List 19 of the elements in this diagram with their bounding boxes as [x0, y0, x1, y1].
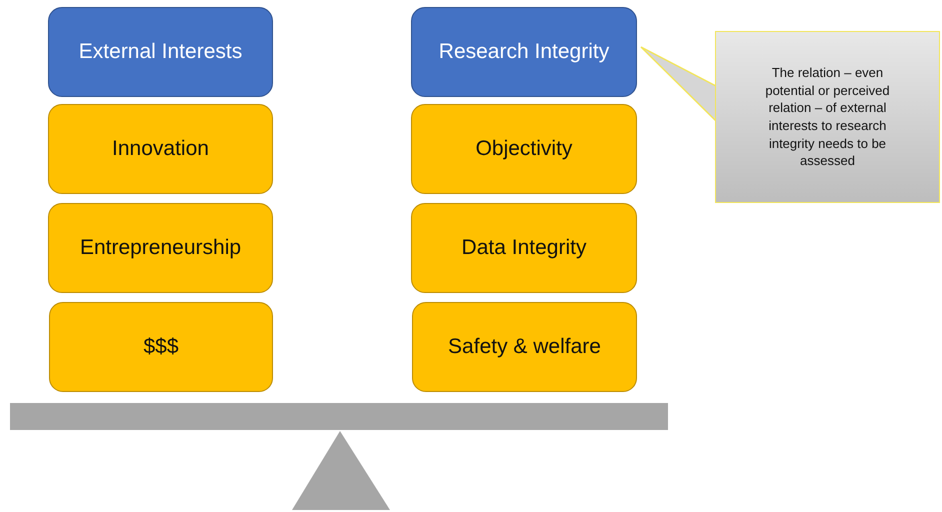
callout-pointer [640, 46, 717, 123]
block [48, 104, 273, 194]
block [412, 302, 637, 392]
node-label: Data Integrity [462, 236, 586, 260]
block [411, 203, 637, 293]
callout-box [715, 31, 940, 203]
block [48, 203, 273, 293]
node-label: $$$ [143, 335, 179, 359]
node-label: Entrepreneurship [80, 236, 242, 260]
node-label: The relation – even potential or perceived relation – of external interests to research integrity needs to be assessed [764, 64, 891, 170]
node-label: Safety & welfare [448, 335, 601, 359]
node-label: Innovation [112, 137, 209, 161]
node-label: External Interests [78, 40, 242, 64]
block [49, 302, 273, 392]
node-label: Research Integrity [438, 40, 610, 64]
block [411, 7, 637, 97]
block [411, 104, 637, 194]
node-label: Objectivity [476, 137, 572, 161]
block [48, 7, 273, 97]
